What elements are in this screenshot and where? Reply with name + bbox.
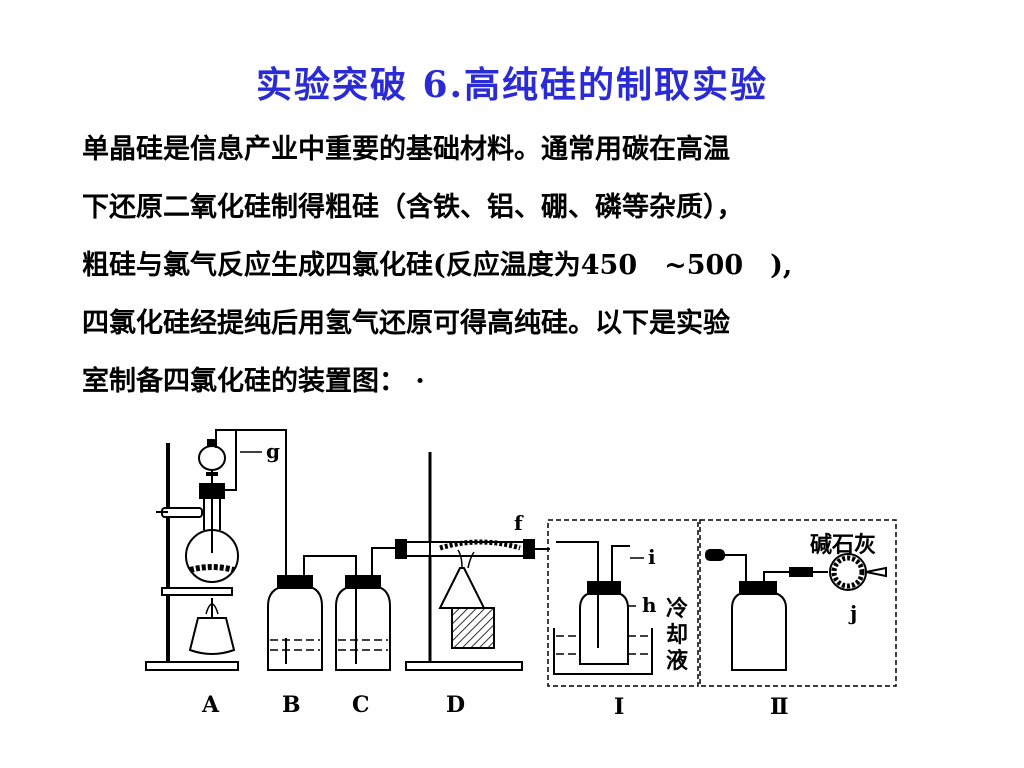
- paragraph-line: 单晶硅是信息产业中重要的基础材料。通常用碳在高温: [82, 134, 730, 165]
- apparatus-c: [335, 547, 400, 671]
- label-h: h: [642, 593, 657, 617]
- apparatus-b: [267, 555, 357, 671]
- apparatus-i: [547, 519, 699, 687]
- apparatus-label-d: D: [446, 692, 465, 718]
- soda-lime-label: 碱石灰: [810, 532, 876, 558]
- apparatus-ii: [699, 519, 897, 687]
- label-f: f: [514, 511, 524, 535]
- intro-paragraph: 单晶硅是信息产业中重要的基础材料。通常用碳在高温 下还原二氧化硅制得粗硅（含铁、…: [82, 128, 952, 418]
- coolant-char: 液: [666, 648, 688, 674]
- paragraph-line: 下还原二氧化硅制得粗硅（含铁、铝、硼、磷等杂质），: [82, 192, 744, 223]
- paragraph-line: 室制备四氯化硅的装置图： ·: [82, 366, 425, 397]
- apparatus-label-ii: Ⅱ: [770, 694, 789, 720]
- coolant-char: 冷: [666, 596, 688, 622]
- apparatus-label-i: Ⅰ: [614, 694, 624, 720]
- apparatus-label-c: C: [352, 692, 370, 718]
- coolant-char: 却: [666, 622, 688, 648]
- page-title: 实验突破 6.高纯硅的制取实验: [255, 64, 769, 106]
- paragraph-line: 四氯化硅经提纯后用氢气还原可得高纯硅。以下是实验: [82, 308, 730, 339]
- label-i: i: [648, 545, 656, 569]
- apparatus-label-b: B: [282, 692, 301, 718]
- apparatus-diagram: g f i h 冷 却 液 碱石灰 j A B C D Ⅰ Ⅱ: [145, 429, 897, 720]
- paragraph-line: 粗硅与氯气反应生成四氯化硅(反应温度为450 ~500 ),: [82, 250, 793, 281]
- apparatus-label-a: A: [201, 692, 220, 718]
- apparatus-d: [395, 452, 550, 671]
- apparatus-a: [145, 429, 287, 671]
- label-j: j: [848, 601, 857, 625]
- label-g: g: [266, 439, 280, 463]
